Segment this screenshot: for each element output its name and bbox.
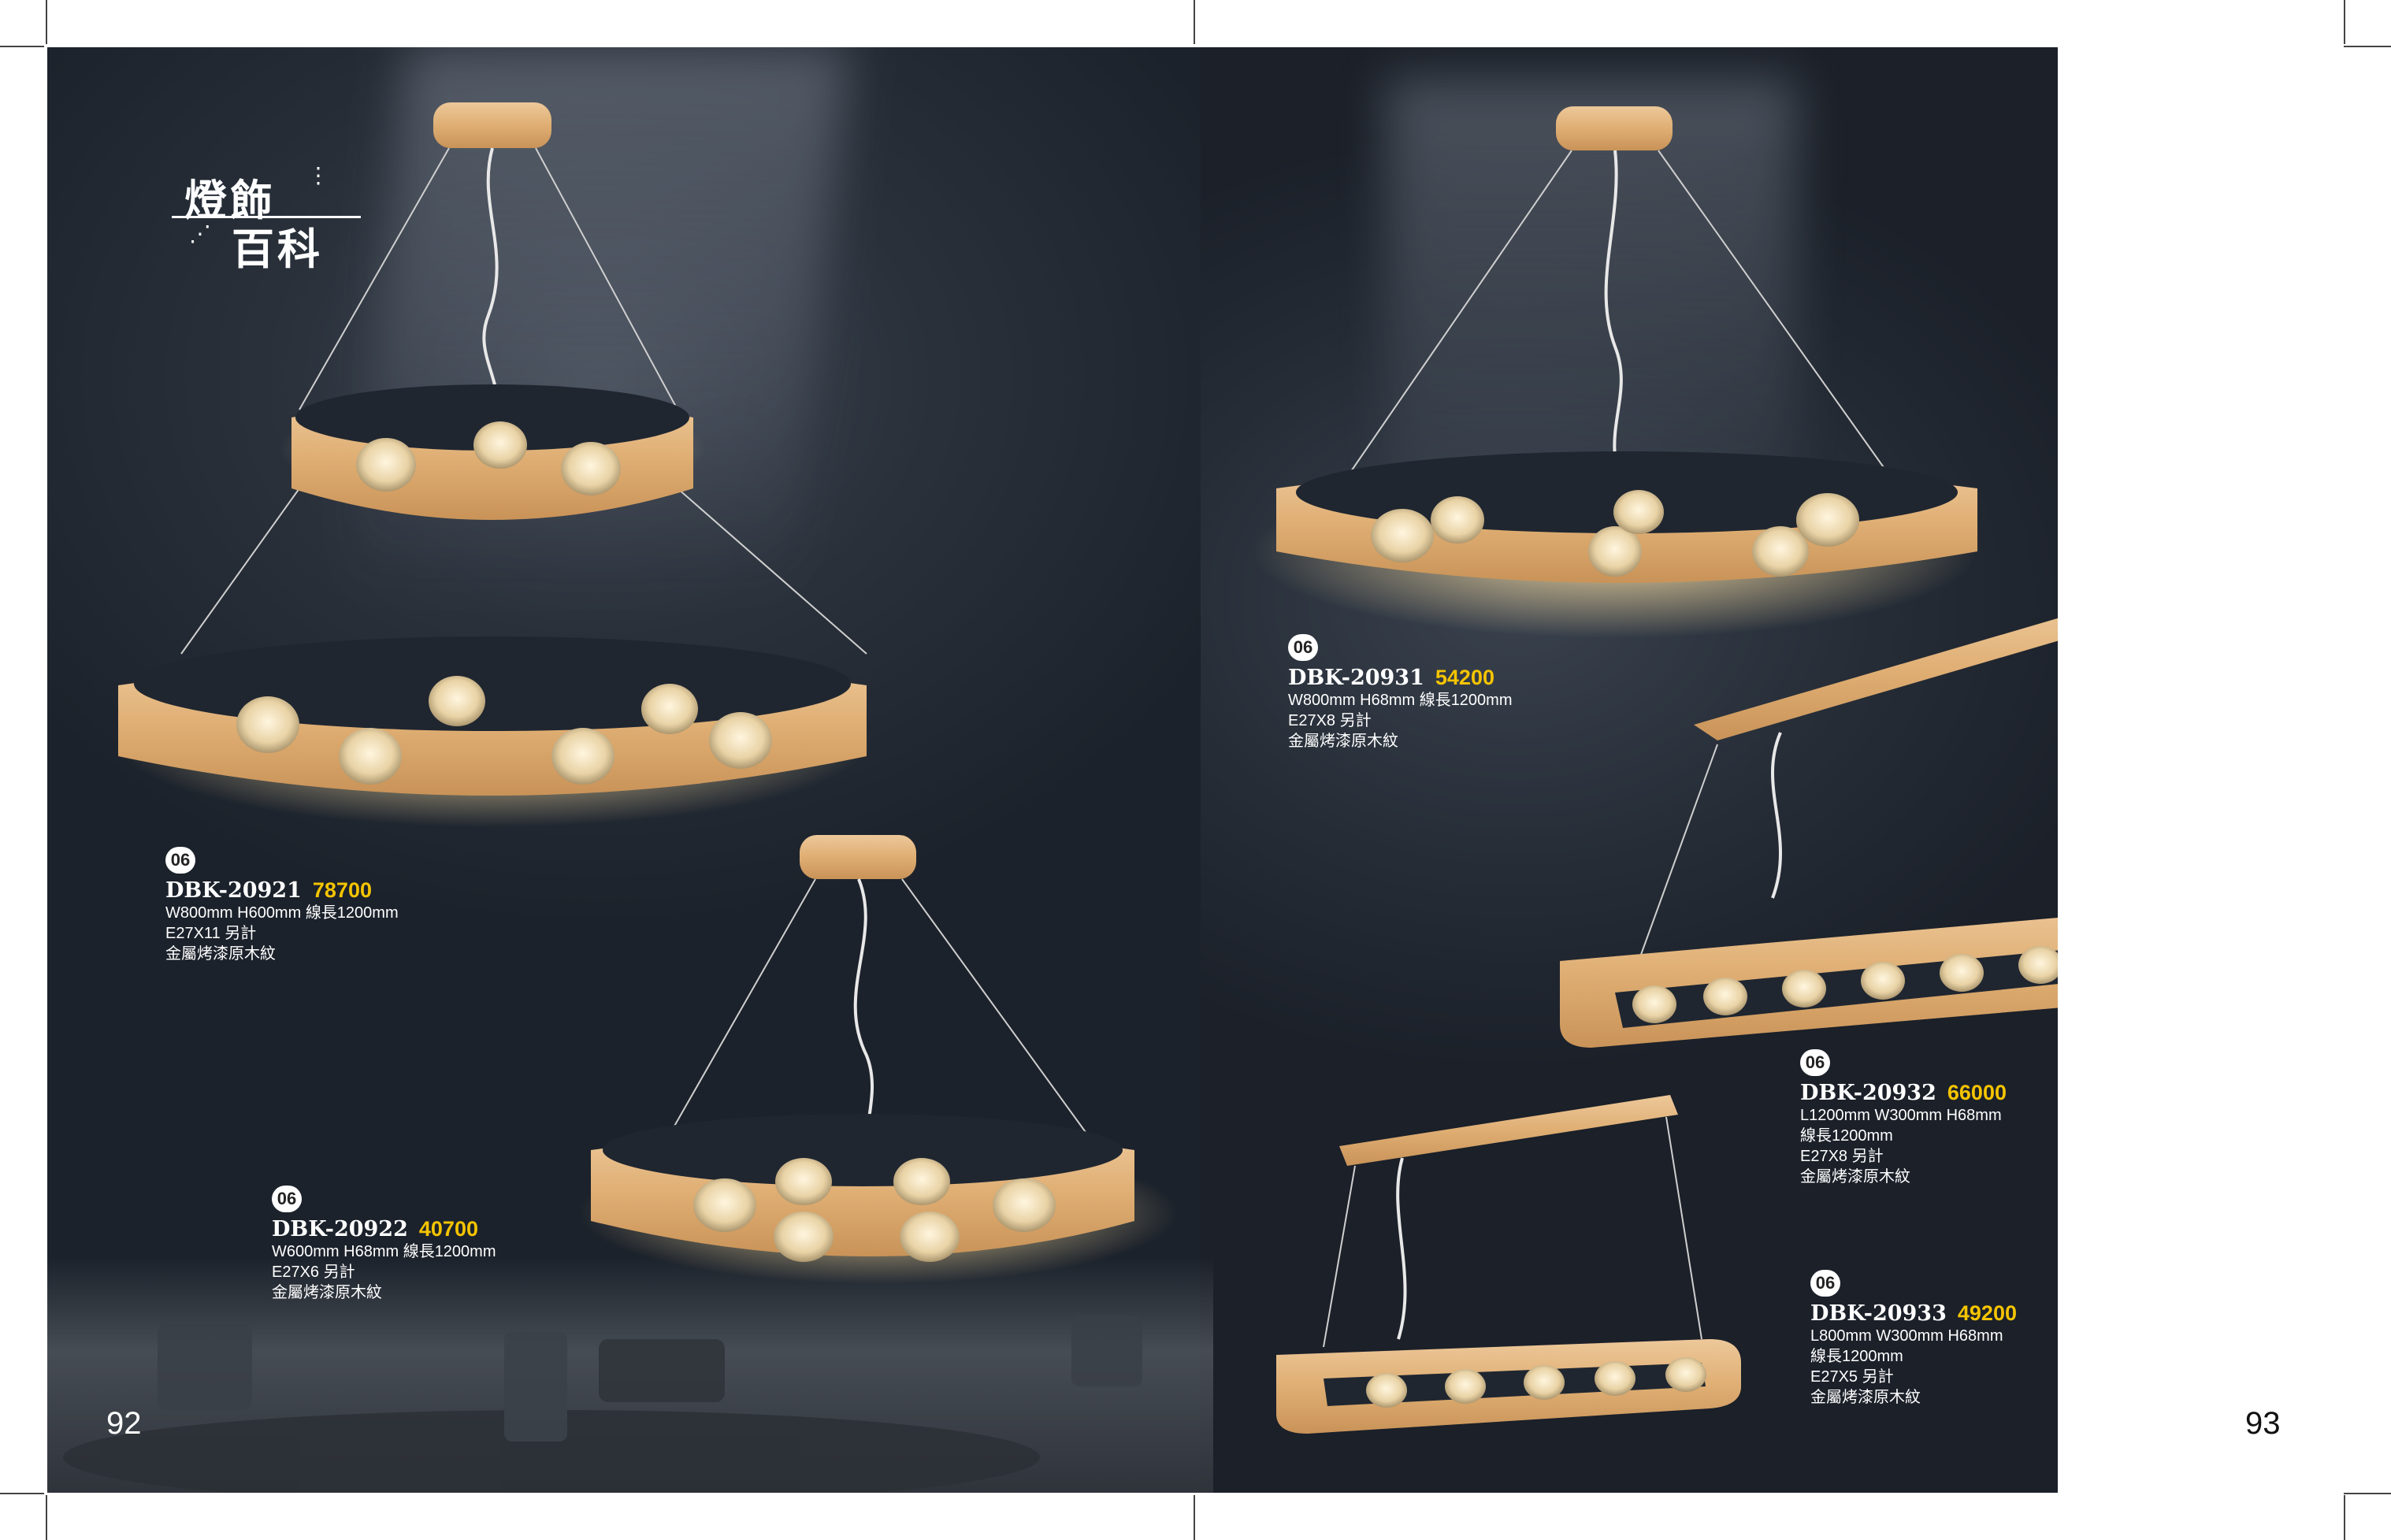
crop-mark xyxy=(0,1493,44,1494)
spec-line: L1200mm W300mm H68mm xyxy=(1800,1107,2002,1124)
spec-line: E27X8 另計 xyxy=(1288,712,1372,729)
brand-logo: 燈飾 百科 ⋮ ⋰ xyxy=(165,162,362,274)
spec-line: 金屬烤漆原木紋 xyxy=(165,945,276,963)
spec-line: 金屬烤漆原木紋 xyxy=(1800,1168,1910,1186)
lamp-dbk-20932 xyxy=(1560,618,2058,1048)
series-badge: 06 xyxy=(1800,1049,1830,1076)
price: 54200 xyxy=(1435,666,1494,689)
spec-line: E27X11 另計 xyxy=(165,925,257,942)
spec-line: 金屬烤漆原木紋 xyxy=(1288,733,1398,750)
spec-line: W800mm H600mm 線長1200mm xyxy=(165,904,399,922)
crop-mark xyxy=(0,46,44,47)
crop-mark xyxy=(2344,46,2391,47)
lamp-dbk-20922 xyxy=(579,835,1178,1284)
catalog-spread: 燈飾 百科 ⋮ ⋰ 06 DBK-20921 78700 W800mm H600m… xyxy=(47,47,2058,1493)
crop-mark xyxy=(1194,0,1195,44)
spec-line: 線長1200mm xyxy=(1810,1348,1903,1365)
product-dbk-20933: 06 DBK-20933 49200 L800mm W300mm H68mm 線長… xyxy=(1810,1270,2017,1408)
logo-rule xyxy=(172,216,361,218)
page-number-left: 92 xyxy=(106,1406,142,1441)
price: 49200 xyxy=(1957,1301,2017,1325)
lamp-dbk-20921 xyxy=(114,102,871,827)
spec-line: 線長1200mm xyxy=(1800,1127,1893,1145)
spec-line: W600mm H68mm 線長1200mm xyxy=(272,1243,496,1260)
model-price-line: DBK-20931 54200 xyxy=(1288,666,1513,690)
model-number: DBK-20932 xyxy=(1800,1081,1936,1105)
model-price-line: DBK-20921 78700 xyxy=(165,878,399,903)
model-price-line: DBK-20932 66000 xyxy=(1800,1081,2007,1105)
crop-mark xyxy=(46,0,47,44)
crop-mark xyxy=(2344,1495,2345,1540)
spec-line: W800mm H68mm 線長1200mm xyxy=(1288,692,1513,709)
spec-line: 金屬烤漆原木紋 xyxy=(1810,1389,1921,1406)
logo-dots-decoration: ⋮ xyxy=(307,162,329,188)
series-badge: 06 xyxy=(1288,634,1318,661)
spec-line: 金屬烤漆原木紋 xyxy=(272,1284,382,1301)
logo-dots-decoration: ⋰ xyxy=(189,221,211,247)
crop-mark xyxy=(2344,1493,2391,1494)
lamp-illustrations xyxy=(63,102,2058,1493)
model-price-line: DBK-20922 40700 xyxy=(272,1217,496,1241)
model-price-line: DBK-20933 49200 xyxy=(1810,1301,2017,1326)
right-page-background xyxy=(1201,47,2058,1493)
spec-line: E27X5 另計 xyxy=(1810,1368,1894,1386)
series-badge: 06 xyxy=(272,1186,302,1212)
price: 40700 xyxy=(418,1217,478,1241)
logo-line-2: 百科 xyxy=(232,224,323,274)
model-number: DBK-20931 xyxy=(1288,666,1424,690)
crop-mark xyxy=(2344,0,2345,44)
crop-mark xyxy=(46,1495,47,1540)
product-dbk-20921: 06 DBK-20921 78700 W800mm H600mm 線長1200mm… xyxy=(165,847,399,964)
spec-line: L800mm W300mm H68mm xyxy=(1810,1327,2003,1345)
series-badge: 06 xyxy=(1810,1270,1840,1297)
spec-line: E27X8 另計 xyxy=(1800,1148,1884,1165)
model-number: DBK-20921 xyxy=(165,878,302,903)
price: 78700 xyxy=(312,878,372,902)
model-number: DBK-20922 xyxy=(272,1217,408,1241)
crop-mark xyxy=(1194,1495,1195,1540)
product-dbk-20932: 06 DBK-20932 66000 L1200mm W300mm H68mm 線… xyxy=(1800,1049,2007,1187)
lamp-dbk-20931 xyxy=(1253,106,1977,638)
series-badge: 06 xyxy=(165,847,195,874)
lamp-dbk-20933 xyxy=(1276,1095,1741,1434)
page-number-right: 93 xyxy=(2245,1406,2281,1441)
price: 66000 xyxy=(1947,1081,2007,1104)
model-number: DBK-20933 xyxy=(1810,1301,1947,1326)
cafe-furniture xyxy=(63,1315,1142,1493)
spec-line: E27X6 另計 xyxy=(272,1264,355,1281)
